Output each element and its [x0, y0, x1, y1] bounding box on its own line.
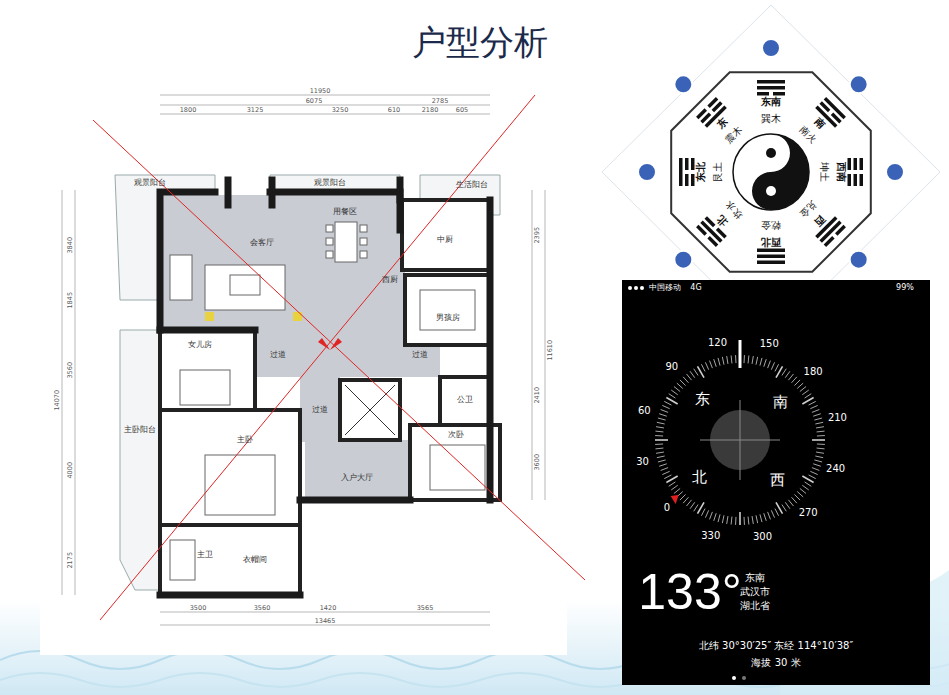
heading-number: 210 [828, 413, 847, 423]
dimension: 3600 [534, 454, 541, 471]
room-label: 衣帽间 [243, 556, 267, 564]
direction-name: 东南 [745, 573, 765, 583]
altitude: 海拔 30 米 [751, 658, 800, 668]
room-label: 次卧 [448, 431, 464, 439]
city: 武汉市 [740, 587, 770, 597]
dimension: 3125 [247, 107, 264, 114]
element-label: 乾金 [761, 220, 781, 230]
dimension: 1845 [67, 292, 74, 309]
room-label: 主卧阳台 [124, 426, 156, 434]
element-label: 艮土 [713, 162, 723, 182]
dimension: 11950 [310, 88, 331, 95]
room-label: 中厨 [437, 236, 453, 244]
province: 湖北省 [740, 601, 770, 611]
dimension: 1800 [180, 107, 197, 114]
direction-label: 西北 [761, 237, 781, 247]
slide-title: 户型分析 [412, 25, 548, 59]
heading-value: 133° [638, 567, 741, 617]
room-label: 过道 [312, 406, 328, 414]
dimension: 4000 [67, 462, 74, 479]
heading-number: 0 [664, 503, 670, 513]
dimension: 605 [456, 107, 468, 114]
dimension: 3560 [67, 362, 74, 379]
heading-number: 30 [636, 457, 649, 467]
direction-label: 东南 [761, 97, 781, 107]
dimension: 2175 [67, 552, 74, 569]
room-label: 过道 [412, 351, 428, 359]
heading-number: 270 [799, 508, 818, 518]
room-label: 生活阳台 [456, 181, 488, 189]
room-label: 会客厅 [250, 239, 274, 247]
dimension: 2785 [432, 98, 449, 105]
dimension: 3500 [190, 605, 207, 612]
room-label: 主卫 [197, 551, 213, 559]
dimension: 3560 [254, 605, 271, 612]
dimension: 13465 [315, 618, 336, 625]
heading-number: 240 [826, 464, 845, 474]
battery: 99% [896, 284, 914, 292]
room-label: 公卫 [457, 396, 473, 404]
network: 4G [690, 284, 701, 292]
dimension: 14070 [54, 390, 61, 411]
room-label: 观景阳台 [314, 179, 346, 187]
carrier: 中国移动 [649, 284, 681, 292]
dimension: 2180 [422, 107, 439, 114]
heading-number: 180 [804, 367, 823, 377]
heading-number: 90 [665, 362, 678, 372]
dimension: 3250 [332, 107, 349, 114]
dimension: 3565 [417, 605, 434, 612]
room-label: 主卧 [237, 436, 253, 444]
cardinal: 北 [692, 470, 707, 485]
heading-number: 60 [638, 406, 651, 416]
direction-label: 西南 [836, 162, 846, 182]
room-label: 女儿房 [188, 341, 212, 349]
dimension: 2395 [534, 227, 541, 244]
dimension: 610 [388, 107, 400, 114]
cardinal: 南 [773, 395, 788, 410]
heading-number: 120 [708, 338, 727, 348]
dimension: 11610 [547, 340, 554, 361]
room-label: 西厨 [382, 276, 398, 284]
room-label: 男孩房 [436, 314, 460, 322]
coordinates: 北纬 30°30′25″ 东经 114°10′38″ [699, 641, 853, 651]
element-label: 巽木 [761, 114, 781, 124]
room-label: 用餐区 [333, 208, 357, 216]
cardinal: 东 [695, 392, 710, 407]
dimension: 2410 [534, 387, 541, 404]
dimension: 6075 [306, 98, 323, 105]
heading-number: 150 [760, 339, 779, 349]
heading-number: 330 [701, 531, 720, 541]
dimension: 3840 [67, 237, 74, 254]
room-label: 过道 [270, 351, 286, 359]
room-label: 入户大厅 [341, 474, 373, 482]
cardinal: 西 [770, 473, 785, 488]
dimension: 1420 [320, 605, 337, 612]
room-label: 观景阳台 [134, 179, 166, 187]
direction-label: 东北 [696, 162, 706, 182]
heading-number: 300 [753, 532, 772, 542]
element-label: 坤土 [819, 162, 829, 182]
